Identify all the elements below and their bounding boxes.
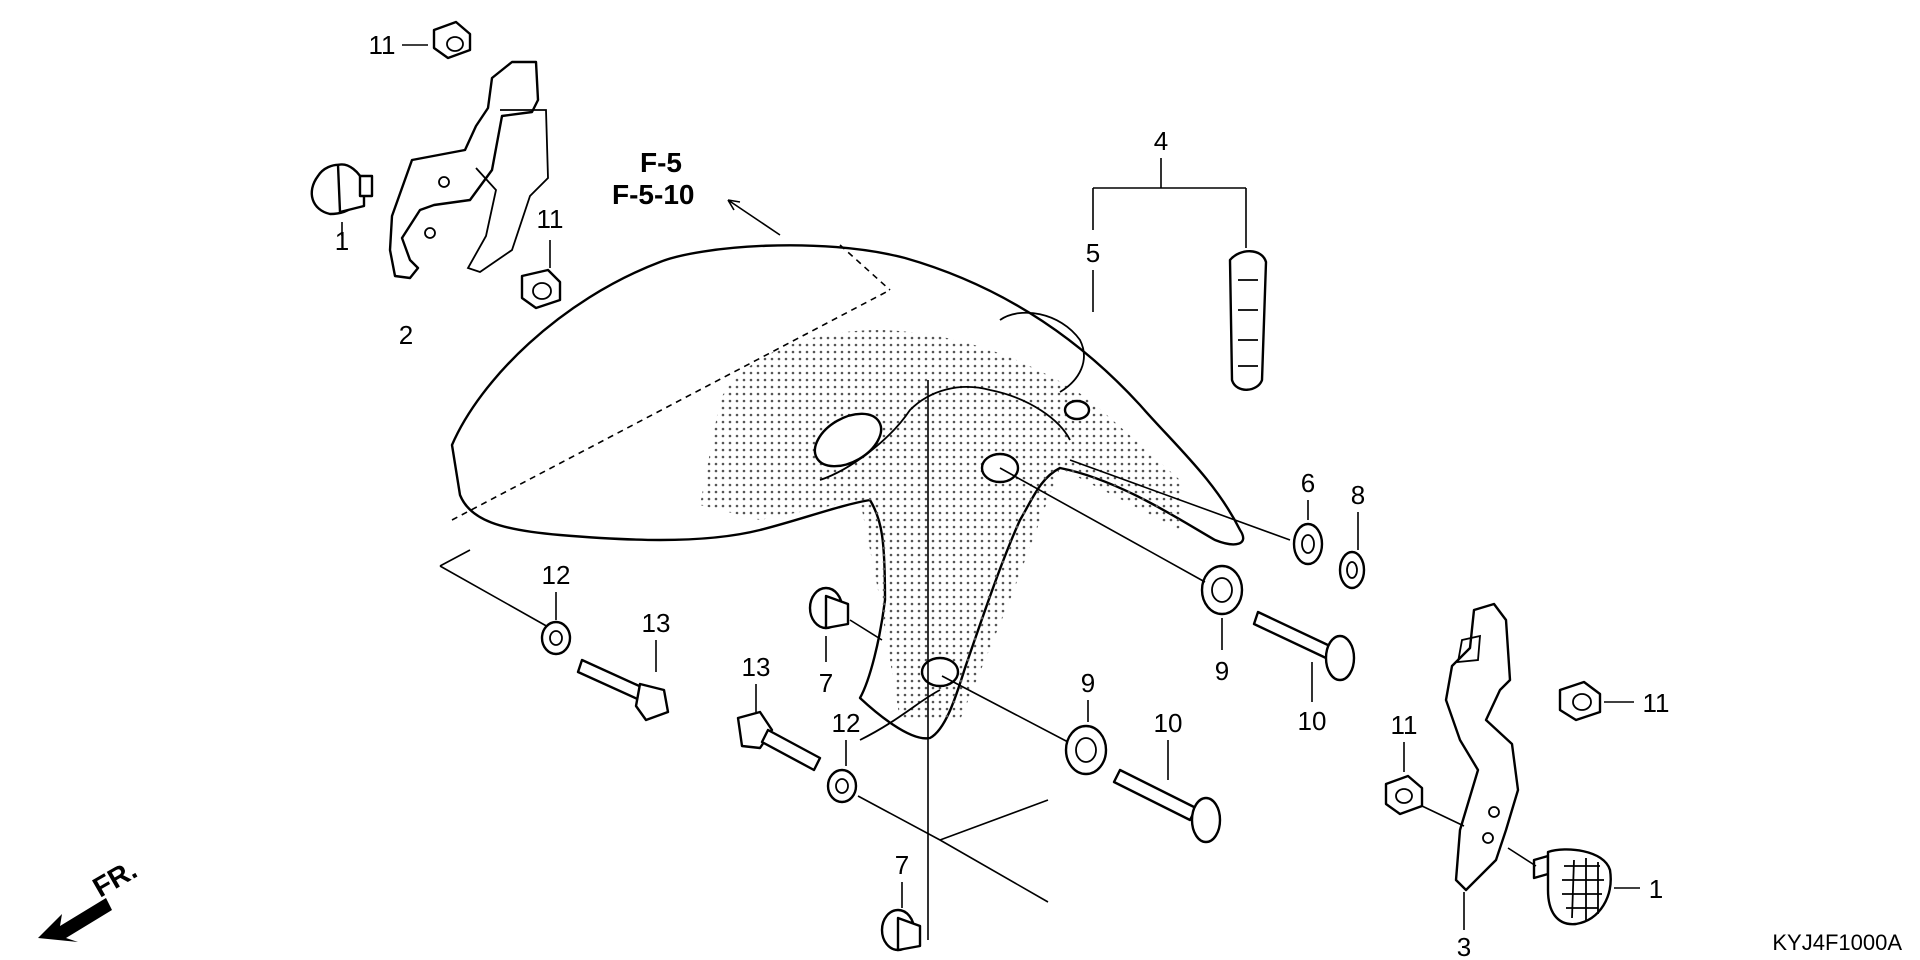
callout-8: 8 — [1351, 480, 1365, 510]
callout-10-right: 10 — [1298, 706, 1327, 736]
callout-6: 6 — [1301, 468, 1315, 498]
callout-9-right: 9 — [1215, 656, 1229, 686]
front-direction-arrow-icon — [38, 898, 112, 942]
bracket-right — [1444, 602, 1520, 892]
callout-12-left: 12 — [542, 560, 571, 590]
bolt-10-low — [1112, 768, 1222, 844]
callout-5: 5 — [1086, 238, 1100, 268]
washer-8 — [1338, 550, 1366, 590]
callout-11-mid: 11 — [537, 204, 564, 234]
callout-11-lowright: 11 — [1391, 710, 1418, 740]
reference-f5: F-5 — [640, 147, 682, 178]
reference-arrow — [727, 199, 781, 236]
nut-11-top — [432, 20, 472, 60]
bolt-10-right — [1252, 610, 1356, 682]
callout-11-right: 11 — [1643, 688, 1670, 718]
callout-7-low: 7 — [895, 850, 909, 880]
grommet-9-right — [1200, 564, 1244, 616]
callout-1-top: 1 — [335, 226, 349, 256]
washer-12-low — [826, 768, 858, 804]
washer-12-left — [540, 620, 572, 656]
leader-7-low — [901, 380, 929, 940]
callout-9-low: 9 — [1081, 668, 1095, 698]
collar-7-low — [880, 908, 922, 952]
leader-left-hinge — [439, 549, 551, 629]
callout-3: 3 — [1457, 932, 1471, 960]
bolt-13-low — [736, 710, 822, 772]
leader-7-mid — [825, 619, 883, 662]
callout-4: 4 — [1154, 126, 1168, 156]
washer-6 — [1292, 522, 1324, 566]
nut-11-right — [1558, 680, 1602, 722]
nut-11-lowright — [1384, 774, 1424, 816]
collar-7-mid — [808, 586, 850, 630]
callout-1-right: 1 — [1649, 874, 1663, 904]
bracket-left — [388, 60, 549, 280]
reference-f5-10: F-5-10 — [612, 179, 694, 210]
leader-6-8 — [1069, 459, 1359, 550]
emblem-decal — [1228, 250, 1268, 391]
leader-9-10-right — [999, 467, 1313, 702]
leader-4-5 — [1092, 158, 1247, 248]
callout-7-mid: 7 — [819, 668, 833, 698]
leader-11-lowright — [1403, 742, 1465, 827]
leader-12-low — [845, 740, 1049, 903]
callout-12-low: 12 — [832, 708, 861, 738]
callout-10-low: 10 — [1154, 708, 1183, 738]
front-fender — [450, 244, 1245, 741]
leader-9-low — [941, 675, 1089, 743]
grommet-right — [1532, 848, 1612, 926]
callout-13-low: 13 — [742, 652, 771, 682]
grommet-top — [310, 163, 374, 216]
grommet-9-low — [1064, 724, 1108, 776]
bolt-13-left — [576, 658, 670, 722]
diagram-code: KYJ4F1000A — [1772, 930, 1902, 955]
callout-11-top: 11 — [369, 30, 396, 60]
callout-2: 2 — [399, 320, 413, 350]
callout-13-left: 13 — [642, 608, 671, 638]
nut-11-mid — [520, 268, 562, 310]
leader-1-right — [1507, 847, 1640, 889]
front-indicator-label: FR. — [88, 854, 143, 903]
